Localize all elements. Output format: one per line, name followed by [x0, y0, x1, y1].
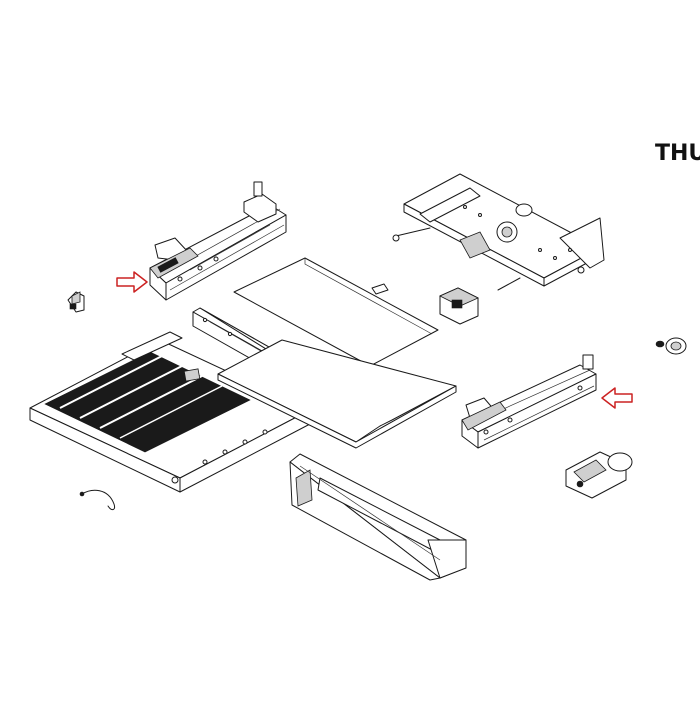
front-fascia [289, 453, 467, 581]
drive-motor [565, 451, 633, 499]
left-rail-highlight-arrow [116, 271, 148, 293]
bottom-cover-plate [217, 339, 457, 449]
small-clip-part [183, 368, 201, 382]
right-rail-highlight-arrow [601, 387, 633, 409]
left-slide-rail [149, 181, 287, 301]
gearbox-housing [439, 287, 479, 325]
top-cover-plate [233, 257, 439, 367]
brand-logo-text: THU [655, 141, 700, 166]
motor-frame-assembly [392, 173, 605, 291]
small-bracket-left [67, 291, 85, 313]
right-slide-rail [461, 354, 597, 449]
spring-clip [79, 489, 115, 511]
nut-washer [655, 337, 687, 355]
